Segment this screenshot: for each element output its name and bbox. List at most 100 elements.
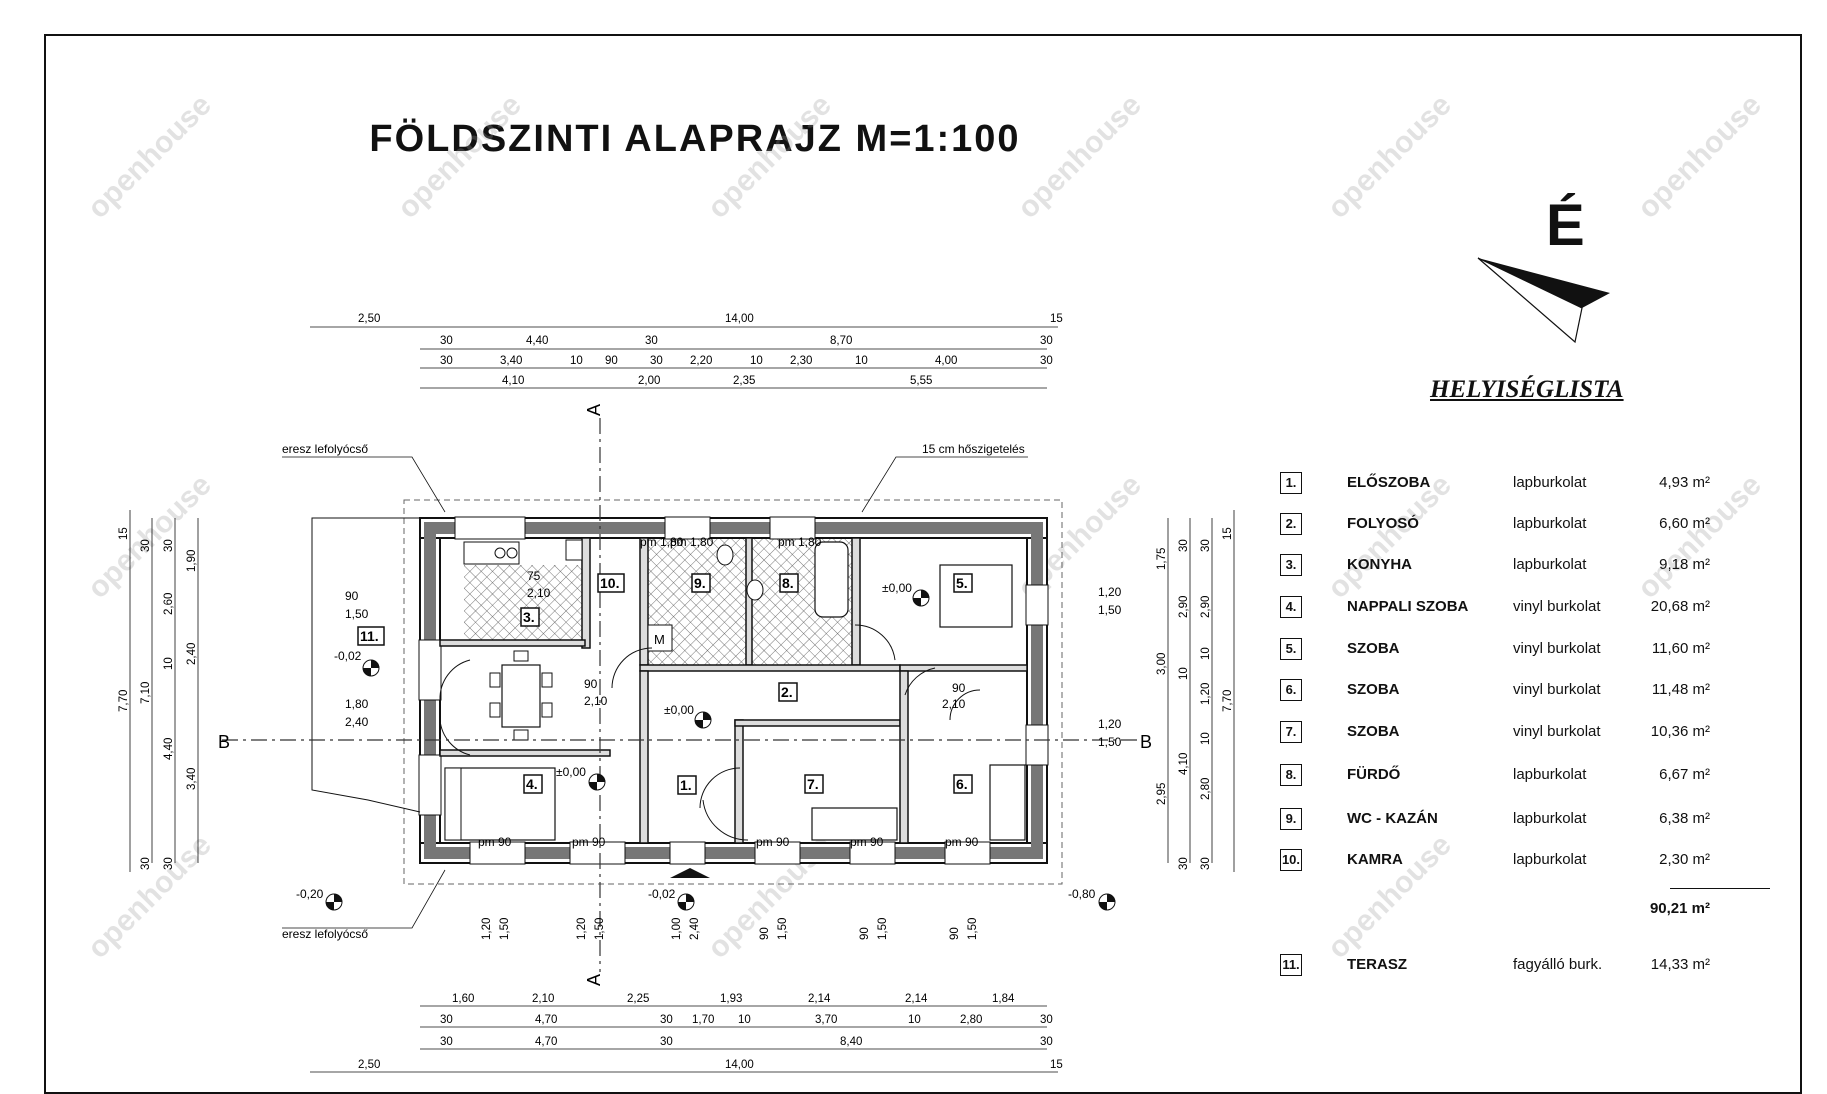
room-list-row: 3. KONYHA lapburkolat 9,18 m²: [1280, 554, 1740, 578]
dim-label: 2,30: [790, 355, 812, 367]
room-list-row: 10. KAMRA lapburkolat 2,30 m²: [1280, 849, 1740, 873]
room-number: 10.: [1280, 849, 1302, 871]
bed: [989, 764, 1026, 841]
terrace-outline: [311, 517, 421, 813]
section-label-a: A: [584, 404, 604, 416]
dim-label: 1,50: [967, 918, 979, 940]
dim-label: 2,40: [186, 643, 198, 665]
dim-label: 4,40: [163, 738, 175, 760]
dim-label: 2,14: [905, 993, 928, 1005]
dim-label: 2,40: [689, 918, 701, 940]
dim-label: 1,75: [1156, 548, 1168, 570]
insulation-note: 15 cm hőszigetelés: [922, 442, 1025, 456]
entrance-arrow-icon: [670, 868, 710, 878]
dimension-lines-top: [310, 326, 1058, 389]
room-area: 6,38 m²: [1659, 810, 1710, 827]
dim-label: 2,80: [960, 1014, 982, 1026]
dim-label: 2,10: [532, 993, 554, 1005]
dimension-lines-bottom: [310, 1005, 1058, 1073]
room-number: 3.: [1280, 554, 1302, 576]
dim-label: 30: [650, 355, 663, 367]
kitchen-counter: [463, 541, 520, 565]
dim-label: 90: [949, 927, 961, 940]
dim-label: 2,50: [358, 1059, 380, 1071]
dim-label: 90: [605, 355, 618, 367]
room-number: 9.: [1280, 808, 1302, 830]
leader-line: [861, 456, 1028, 513]
dim-label: 2,25: [627, 993, 649, 1005]
dim-label: 1,60: [452, 993, 474, 1005]
room-list-heading: HELYISÉGLISTA: [1430, 376, 1624, 403]
toilet-icon: [746, 579, 764, 601]
parapet-label: pm 90: [945, 835, 979, 849]
toilet-icon: [716, 544, 734, 566]
dim-label: 1,50: [594, 918, 606, 940]
dim-label: 30: [440, 355, 453, 367]
room-tag: 5.: [956, 575, 968, 591]
windows: [418, 516, 1049, 865]
dim-label: 5,55: [910, 375, 932, 387]
dim-label: 10: [1178, 667, 1190, 680]
kitchen-tiles: [464, 565, 582, 640]
doors: [439, 624, 981, 841]
dim-label: 30: [1178, 857, 1190, 870]
dim-label: 2,00: [638, 375, 660, 387]
dim-label: 2,90: [1178, 596, 1190, 618]
room-name: ELŐSZOBA: [1347, 474, 1431, 491]
dim-label: 1,84: [992, 993, 1015, 1005]
bathtub: [814, 541, 849, 618]
dim-label: 2,50: [358, 313, 380, 325]
room-number: 1.: [1280, 472, 1302, 494]
room-list-row: 9. WC - KAZÁN lapburkolat 6,38 m²: [1280, 808, 1740, 832]
north-arrow-icon: [1477, 257, 1610, 344]
room-name: SZOBA: [1347, 681, 1400, 698]
dim-label: 30: [1040, 355, 1053, 367]
room-floor: fagyálló burk.: [1513, 956, 1603, 973]
room-number: 11.: [1280, 954, 1302, 976]
room-tag: 1.: [680, 777, 692, 793]
opening-dim: 1,20: [1098, 717, 1122, 731]
room-number: 6.: [1280, 679, 1302, 701]
fridge: [565, 539, 583, 561]
dim-label: 2,95: [1156, 783, 1168, 805]
room-list-row: 5. SZOBA vinyl burkolat 11,60 m²: [1280, 638, 1740, 662]
dim-label: 4,70: [535, 1014, 557, 1026]
room-floor: lapburkolat: [1513, 515, 1587, 532]
room-tag: 2.: [781, 684, 793, 700]
dim-label: 1,90: [186, 550, 198, 572]
room-area: 10,36 m²: [1650, 723, 1710, 740]
room-floor: vinyl burkolat: [1513, 598, 1601, 615]
sofa-back: [444, 767, 462, 841]
room-number: 4.: [1280, 596, 1302, 618]
room-area: 4,93 m²: [1659, 474, 1710, 491]
dim-label: 30: [1200, 857, 1212, 870]
dim-label: 4,10: [502, 375, 524, 387]
room-list-row: 11. TERASZ fagyálló burk. 14,33 m²: [1280, 954, 1740, 978]
room-area: 11,48 m²: [1651, 681, 1710, 698]
dim-label: 7,70: [118, 690, 130, 712]
room-name: WC - KAZÁN: [1347, 810, 1438, 827]
dim-label: 10: [1200, 647, 1212, 660]
plan-title: FÖLDSZINTI ALAPRAJZ M=1:100: [369, 118, 1021, 160]
dim-label: 30: [140, 539, 152, 552]
section-label-b: B: [1140, 732, 1152, 752]
opening-dim: 1,20: [1098, 585, 1122, 599]
opening-dim: 2,10: [942, 697, 966, 711]
dim-label: 4,40: [526, 335, 548, 347]
room-name: NAPPALI SZOBA: [1347, 598, 1469, 615]
parapet-label: pm 1,80: [640, 535, 684, 549]
dim-label: 30: [163, 857, 175, 870]
leader-line: [282, 456, 446, 513]
opening-dim: 90: [584, 677, 598, 691]
room-number: 5.: [1280, 638, 1302, 660]
room-tag: 8.: [782, 575, 794, 591]
room-floor: vinyl burkolat: [1513, 640, 1601, 657]
dim-label: 10: [570, 355, 583, 367]
parapet-label: pm 1,80: [778, 535, 822, 549]
dim-label: 1,50: [877, 918, 889, 940]
inner-walls: [439, 537, 1028, 844]
opening-dim: 1,50: [1098, 735, 1122, 749]
room-list-row: 6. SZOBA vinyl burkolat 11,48 m²: [1280, 679, 1740, 703]
total-area: 90,21 m²: [1649, 900, 1710, 917]
dim-label: 2,80: [1200, 778, 1212, 800]
